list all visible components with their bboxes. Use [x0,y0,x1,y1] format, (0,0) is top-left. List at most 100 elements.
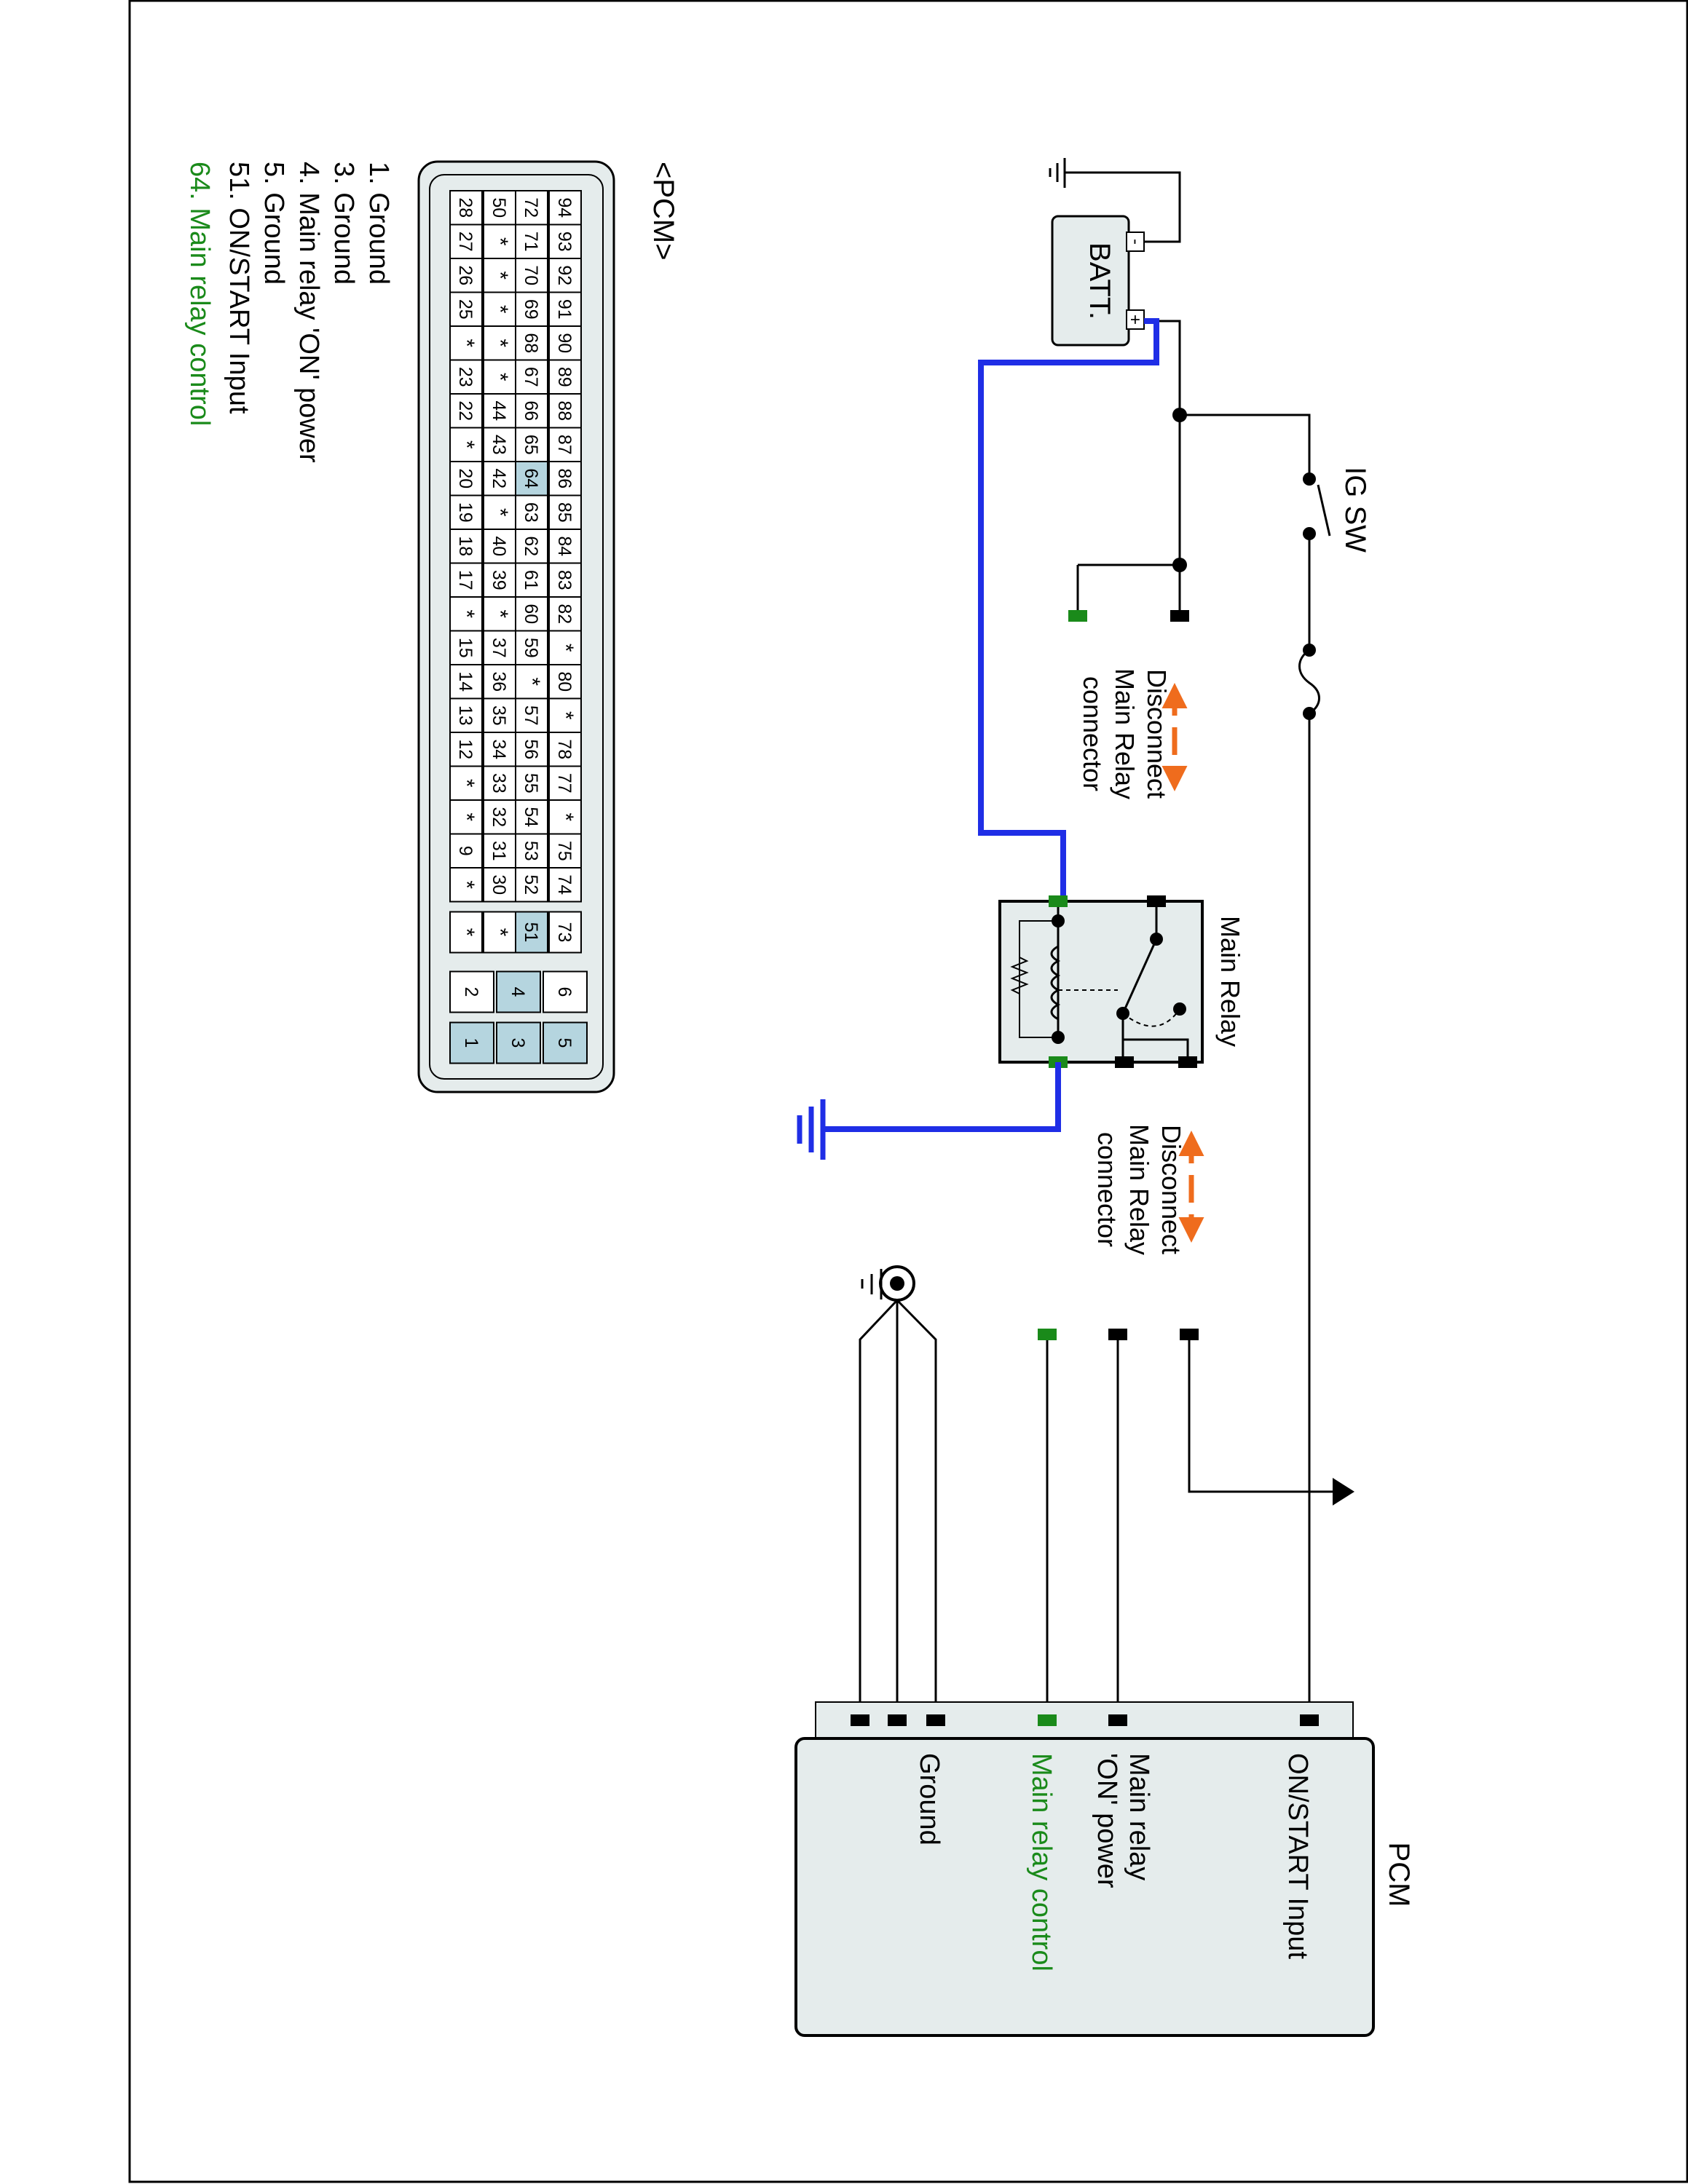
connector-pin-label: 3 [508,1038,528,1048]
connector-pin-label: 90 [554,333,575,353]
connector-pin-label: 71 [521,232,541,252]
connector-pin-cell [548,697,582,733]
wire-to-ig [1188,1340,1340,1493]
disconnect-label-line: Main Relay [1124,1124,1154,1255]
connector-pin-cell [548,325,582,361]
connector-pin-label: 85 [554,502,575,523]
connector-pin-cell [515,461,548,496]
connector-pin-label: 14 [455,671,476,692]
disconnect-label-line: Disconnect [1142,669,1172,799]
connector-pin-label: 44 [489,400,509,421]
connector-pin-label: 64 [521,468,541,488]
connector-pin-label: 34 [489,739,509,759]
battery: - + BATT. [1051,215,1145,347]
connector-pin-label: 1 [461,1038,481,1048]
connector-pin-label: 40 [489,536,509,556]
connector-pin-label: 61 [521,570,541,590]
connector-pin-cell [548,867,582,903]
disconnect-label-line: connector [1092,1132,1122,1247]
battery-ground-wire [1049,158,1181,243]
connector-pin-label: * [488,271,512,280]
connector-pin-cell [483,867,516,903]
connector-pin-label: 84 [554,536,575,556]
connector-pin-label: 2 [461,987,481,997]
connector-pin-cell [515,529,548,564]
connector-pin-cell [449,732,483,767]
connector-pin-label: 77 [554,773,575,794]
connector-pin-label: * [553,711,577,720]
connector-pin-label: 6 [554,987,575,997]
connector-pin-label: * [488,373,512,381]
connector-pin-label: 5 [554,1038,575,1048]
connector-pin-cell [515,393,548,429]
connector-pin-cell [515,223,548,259]
connector-pin-label: 72 [521,197,541,218]
legend-item: 5. Ground [259,162,289,285]
connector-pin-label: 12 [455,739,476,759]
disconnect-label-line: Disconnect [1156,1125,1186,1254]
connector-pin-grid: 94939291908988878685848382*80*7877*75747… [449,190,588,1064]
connector-pin-label: 43 [489,435,509,455]
terminal [1068,610,1087,622]
connector-pin-label: * [553,812,577,821]
connector-pin-label: * [488,609,512,618]
connector-pin-label: 25 [455,299,476,320]
connector-pin-label: * [454,880,478,889]
connector-pin-label: 75 [554,841,575,861]
connector-pin-label: 13 [455,705,476,726]
connector-pin-label: 65 [521,435,541,455]
connector-pin-cell [449,359,483,395]
connector-pin-cell [449,970,494,1013]
connector-pin-label: 73 [554,922,575,943]
connector-pin-cell [449,393,483,429]
connector-pin-label: 57 [521,705,541,726]
legend-item: 64. Main relay control [184,162,215,426]
connector-pin-cell [548,664,582,700]
terminal [1108,1329,1127,1340]
connector-pin-label: 70 [521,265,541,285]
fuse [1298,644,1320,720]
connector-pin-cell [548,359,582,395]
connector-pin-cell [548,258,582,293]
connector-pin-label: * [488,339,512,347]
connector-pin-cell [548,562,582,598]
connector-pin-cell [496,970,541,1013]
connector-pin-cell [449,494,483,530]
connector-pin-cell [449,1021,494,1064]
connector-pin-cell [449,529,483,564]
connector-pin-label: 9 [455,846,476,856]
disconnect-label-line: connector [1078,676,1108,791]
connector-pin-cell [515,562,548,598]
pcm-pin-main-relay-on-power-1: Main relay [1124,1753,1154,1880]
terminal [1170,610,1189,622]
connector-pin-label: 89 [554,367,575,387]
connector-pin-label: * [488,508,512,517]
connector-pin-label: 18 [455,536,476,556]
connector-pin-label: 15 [455,638,476,658]
connector-pin-cell [449,867,483,903]
connector-pin-cell [449,258,483,293]
connector-pin-cell [483,529,516,564]
disconnect-label-line: Main Relay [1110,668,1140,799]
connector-pin-label: 51 [521,922,541,943]
connector-pin-cell [483,911,516,954]
connector-pin-label: 86 [554,468,575,488]
connector-pin-cell [515,697,548,733]
connector-pin-cell [515,833,548,869]
connector-pin-label: 63 [521,502,541,523]
pcm-pin-ground: Ground [914,1753,944,1845]
connector-pin-cell [548,393,582,429]
connector-pin-cell [483,630,516,665]
connector-pin-cell [483,765,516,801]
connector-pin-label: * [520,677,544,686]
connector-pin-label: 37 [489,638,509,658]
pcm-pin-on-start: ON/START Input [1282,1753,1313,1959]
connector-pin-label: 87 [554,435,575,455]
connector-pin-label: 26 [455,265,476,285]
pcm-ground-symbol [861,1265,915,1302]
relay-ground-symbol [797,1099,826,1160]
connector-pin-label: 35 [489,705,509,726]
connector-pin-cell [449,562,483,598]
connector-pin-cell [515,799,548,835]
